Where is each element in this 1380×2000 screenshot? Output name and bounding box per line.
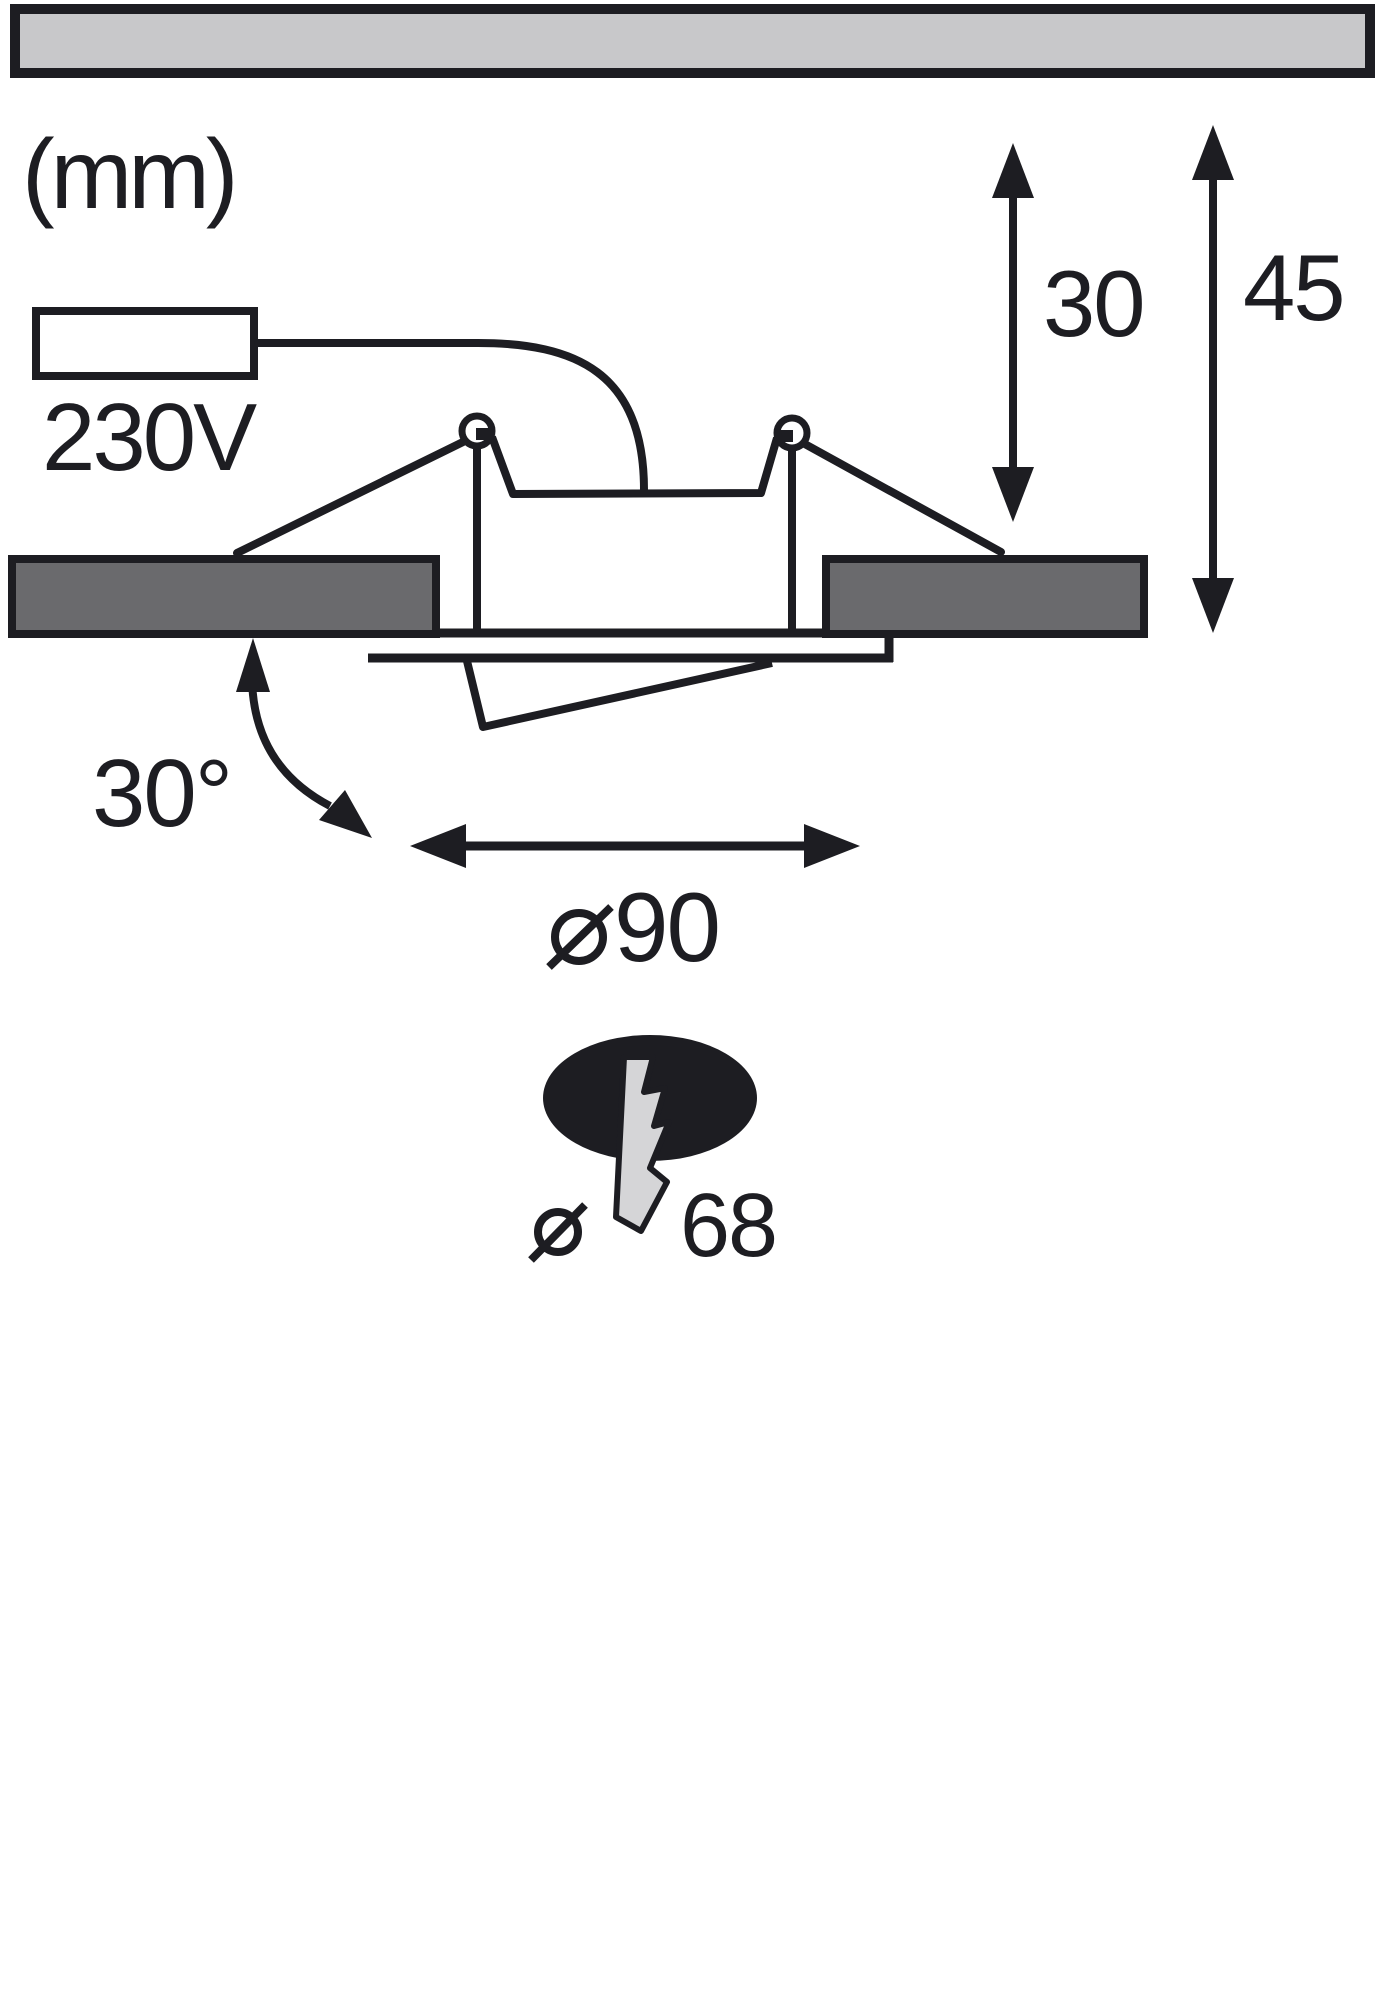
tilted-lamp-face — [463, 659, 773, 731]
ceiling-panel-top — [10, 4, 1375, 78]
fixture-housing-cup — [488, 435, 781, 498]
diameter-label-90: 90 — [546, 872, 721, 982]
dim-arrow-30 — [992, 143, 1034, 522]
unit-note: (mm) — [22, 119, 235, 229]
arrow-up-icon — [992, 143, 1034, 198]
dim-arrow-45 — [1192, 125, 1234, 633]
tilt-angle-arc — [236, 638, 372, 838]
diameter-symbol — [546, 904, 614, 970]
supply-wire — [254, 339, 648, 494]
arrow-right-icon — [804, 824, 860, 868]
pivot-pin-left — [476, 428, 491, 440]
cutout-label-68: 68 — [528, 1176, 778, 1276]
spring-arm-right — [799, 439, 1005, 556]
arrow-up-icon — [1192, 125, 1234, 180]
diameter-value-90: 90 — [614, 872, 719, 982]
dim-label-45: 45 — [1243, 235, 1344, 340]
arrow-down-right-icon — [319, 790, 372, 838]
cutout-value-68: 68 — [680, 1176, 776, 1276]
ceiling-cutaway-left — [8, 555, 440, 638]
diameter-arrow-90 — [410, 824, 860, 868]
ceiling-cutaway-right — [822, 555, 1148, 638]
dim-label-30: 30 — [1043, 251, 1144, 356]
arrow-up-icon — [236, 638, 270, 692]
driver-box — [32, 307, 258, 380]
arrow-down-icon — [1192, 578, 1234, 633]
diameter-symbol — [528, 1202, 588, 1263]
mains-label: 230V — [42, 384, 257, 491]
spring-arm-left — [233, 437, 469, 557]
arrow-down-icon — [992, 467, 1034, 522]
tilt-angle-label: 30° — [92, 740, 231, 847]
pivot-pin-right — [778, 430, 793, 442]
lightning-bolt-icon — [613, 1054, 672, 1234]
arrow-left-icon — [410, 824, 466, 868]
